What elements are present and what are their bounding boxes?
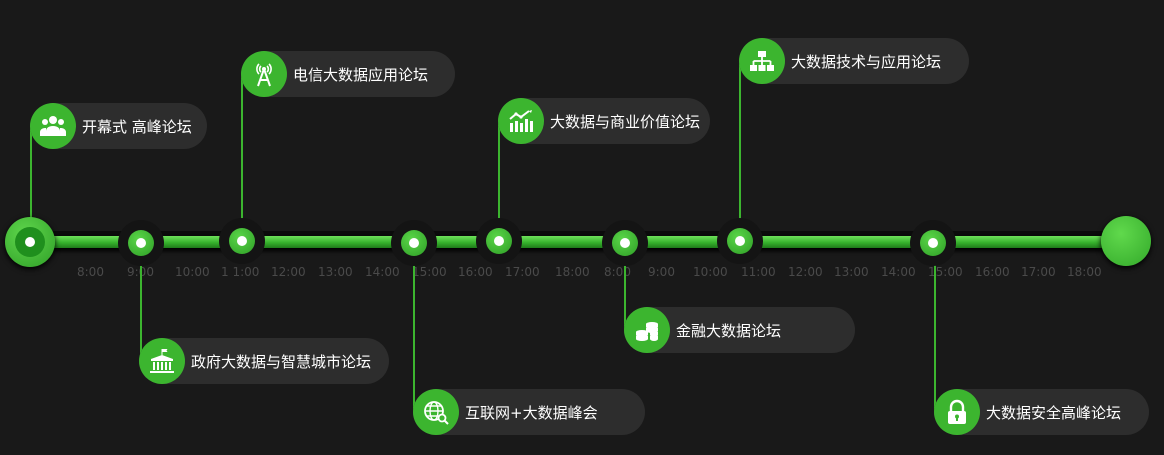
node-dot bbox=[237, 236, 247, 246]
event-label: 大数据技术与应用论坛 bbox=[791, 52, 942, 71]
time-tick: 17:00 bbox=[505, 265, 540, 279]
event-card-finance[interactable]: 金融大数据论坛 bbox=[624, 307, 855, 353]
event-card-internet[interactable]: 互联网+大数据峰会 bbox=[413, 389, 645, 435]
time-tick: 10:00 bbox=[175, 265, 210, 279]
timeline-track-shadow bbox=[28, 231, 1128, 237]
org-hierarchy-icon bbox=[739, 38, 785, 84]
time-tick: 18:00 bbox=[555, 265, 590, 279]
timeline-node[interactable] bbox=[727, 228, 753, 254]
globe-search-icon bbox=[413, 389, 459, 435]
event-label: 互联网+大数据峰会 bbox=[465, 403, 598, 422]
node-dot bbox=[409, 238, 419, 248]
timeline-node[interactable] bbox=[229, 228, 255, 254]
event-connector bbox=[140, 244, 142, 360]
time-tick: 9:00 bbox=[648, 265, 675, 279]
timeline-node[interactable] bbox=[401, 230, 427, 256]
node-dot bbox=[494, 236, 504, 246]
time-tick: 12:00 bbox=[788, 265, 823, 279]
node-dot bbox=[735, 236, 745, 246]
event-label: 电信大数据应用论坛 bbox=[293, 65, 429, 84]
time-tick: 15:00 bbox=[412, 265, 447, 279]
time-tick: 8:00 bbox=[77, 265, 104, 279]
people-group-icon bbox=[30, 103, 76, 149]
start-node-dot bbox=[25, 237, 35, 247]
event-card-opening[interactable]: 开幕式 高峰论坛 bbox=[30, 103, 207, 149]
event-label: 大数据安全高峰论坛 bbox=[986, 403, 1122, 422]
node-dot bbox=[928, 238, 938, 248]
time-tick: 14:00 bbox=[365, 265, 400, 279]
time-tick: 11:00 bbox=[741, 265, 776, 279]
signal-tower-icon bbox=[241, 51, 287, 97]
event-card-telecom[interactable]: 电信大数据应用论坛 bbox=[241, 51, 455, 97]
event-label: 政府大数据与智慧城市论坛 bbox=[191, 352, 372, 371]
coins-icon bbox=[624, 307, 670, 353]
time-tick: 1 1:00 bbox=[221, 265, 260, 279]
lock-icon bbox=[934, 389, 980, 435]
node-dot bbox=[136, 238, 146, 248]
event-connector bbox=[739, 64, 741, 234]
event-connector bbox=[413, 244, 415, 412]
event-connector bbox=[498, 122, 500, 234]
timeline-node[interactable] bbox=[920, 230, 946, 256]
event-card-government[interactable]: 政府大数据与智慧城市论坛 bbox=[139, 338, 389, 384]
timeline-start-node bbox=[5, 217, 55, 267]
event-connector bbox=[30, 126, 32, 228]
event-label: 大数据与商业价值论坛 bbox=[550, 112, 701, 131]
time-tick: 17:00 bbox=[1021, 265, 1056, 279]
event-connector bbox=[934, 244, 936, 412]
event-label: 开幕式 高峰论坛 bbox=[82, 117, 192, 136]
time-tick: 13:00 bbox=[834, 265, 869, 279]
event-card-technology[interactable]: 大数据技术与应用论坛 bbox=[739, 38, 969, 84]
time-tick: 10:00 bbox=[693, 265, 728, 279]
timeline-node[interactable] bbox=[486, 228, 512, 254]
timeline-node[interactable] bbox=[128, 230, 154, 256]
time-tick: 12:00 bbox=[271, 265, 306, 279]
time-tick: 14:00 bbox=[881, 265, 916, 279]
time-tick: 13:00 bbox=[318, 265, 353, 279]
time-tick: 15:00 bbox=[928, 265, 963, 279]
time-tick: 16:00 bbox=[458, 265, 493, 279]
event-card-security[interactable]: 大数据安全高峰论坛 bbox=[934, 389, 1149, 435]
event-card-business-value[interactable]: 大数据与商业价值论坛 bbox=[498, 98, 710, 144]
time-tick: 16:00 bbox=[975, 265, 1010, 279]
time-tick: 8:00 bbox=[604, 265, 631, 279]
timeline-track bbox=[28, 236, 1128, 248]
growth-chart-icon bbox=[498, 98, 544, 144]
event-connector bbox=[624, 244, 626, 330]
event-connector bbox=[241, 74, 243, 234]
time-tick: 18:00 bbox=[1067, 265, 1102, 279]
timeline-end-node bbox=[1101, 216, 1151, 266]
event-label: 金融大数据论坛 bbox=[676, 321, 782, 340]
timeline-node[interactable] bbox=[612, 230, 638, 256]
node-dot bbox=[620, 238, 630, 248]
government-building-icon bbox=[139, 338, 185, 384]
